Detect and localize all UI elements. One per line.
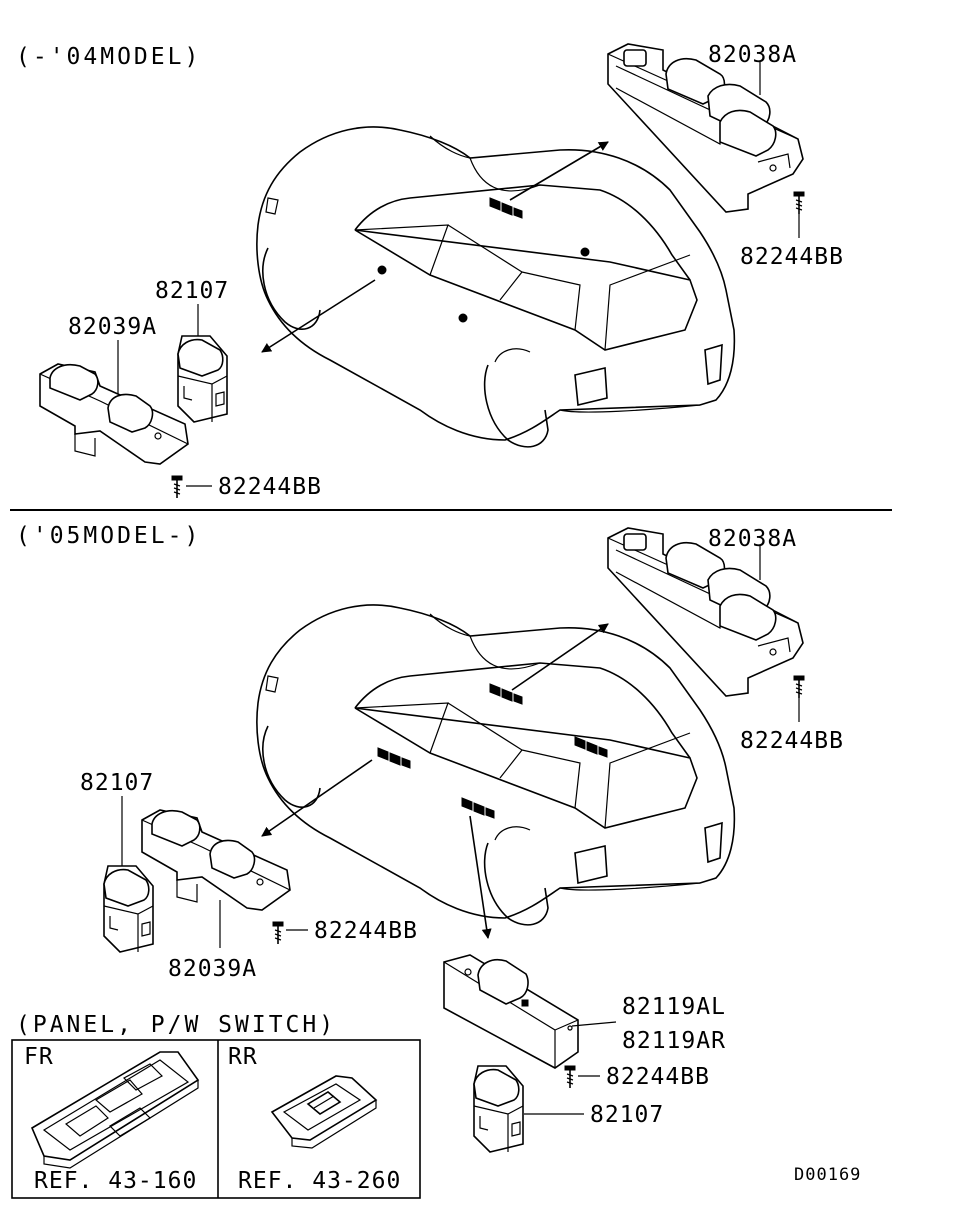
bottom-car-illustration (256, 604, 736, 926)
top-front-master-switch (607, 43, 804, 213)
bottom-car-side-marker (461, 797, 495, 819)
bottom-side-arrow (469, 815, 492, 939)
panel-header: (PANEL, P/W SWITCH) (16, 1012, 336, 1038)
bottom-rear-arrow (261, 759, 373, 837)
panel-rr-illustration (270, 1075, 378, 1149)
top-car-marker-2 (458, 313, 468, 323)
bottom-label-82039A: 82039A (168, 956, 257, 982)
bottom-side-leader (571, 1021, 617, 1027)
bottom-label-82244BB-side: 82244BB (606, 1064, 710, 1090)
bottom-car-marker (574, 736, 608, 758)
top-car-switch-marker (489, 197, 523, 219)
bottom-car-rear-marker (377, 747, 411, 769)
diagram-code: D00169 (794, 1165, 861, 1185)
bottom-label-82119AL: 82119AL (622, 994, 726, 1020)
top-label-82039A: 82039A (68, 314, 157, 340)
top-label-82107: 82107 (155, 278, 229, 304)
bottom-label-82244BB-rear: 82244BB (314, 918, 418, 944)
top-model-header: (-'04MODEL) (16, 44, 201, 70)
bottom-model-header: ('05MODEL-) (16, 523, 201, 549)
top-car-rear-marker (377, 265, 387, 275)
top-car-marker (580, 247, 590, 257)
top-label-82244BB-rear: 82244BB (218, 474, 322, 500)
panel-fr-ref: REF. 43-160 (34, 1168, 197, 1194)
top-rear-single-switch (177, 335, 228, 423)
bottom-side-screw (564, 1065, 576, 1089)
bottom-side-single-switch (473, 1065, 524, 1153)
panel-box (11, 1039, 421, 1199)
top-rear-screw (171, 475, 183, 499)
bottom-rear-single-switch (103, 865, 154, 953)
bottom-label-82119AR: 82119AR (622, 1028, 726, 1054)
panel-rr-ref: REF. 43-260 (238, 1168, 401, 1194)
top-car-illustration (256, 126, 736, 448)
top-rear-arrow (261, 279, 376, 353)
top-rear-combo-switch (39, 363, 189, 465)
bottom-label-82107-side: 82107 (590, 1102, 664, 1128)
top-label-82038A: 82038A (708, 42, 797, 68)
bottom-label-82038A: 82038A (708, 526, 797, 552)
bottom-front-screw (793, 675, 805, 699)
bottom-label-82107: 82107 (80, 770, 154, 796)
panel-fr-illustration (30, 1051, 200, 1169)
panel-fr-title: FR (24, 1044, 54, 1070)
bottom-label-82244BB-front: 82244BB (740, 728, 844, 754)
bottom-side-switch (443, 954, 579, 1069)
panel-rr-title: RR (228, 1044, 258, 1070)
top-label-82244BB-front: 82244BB (740, 244, 844, 270)
top-front-screw (793, 191, 805, 215)
bottom-front-arrow (511, 623, 609, 691)
bottom-rear-combo-switch (141, 809, 291, 911)
top-front-arrow (509, 141, 609, 201)
bottom-front-master-switch (607, 527, 804, 697)
bottom-rear-screw (272, 921, 284, 945)
